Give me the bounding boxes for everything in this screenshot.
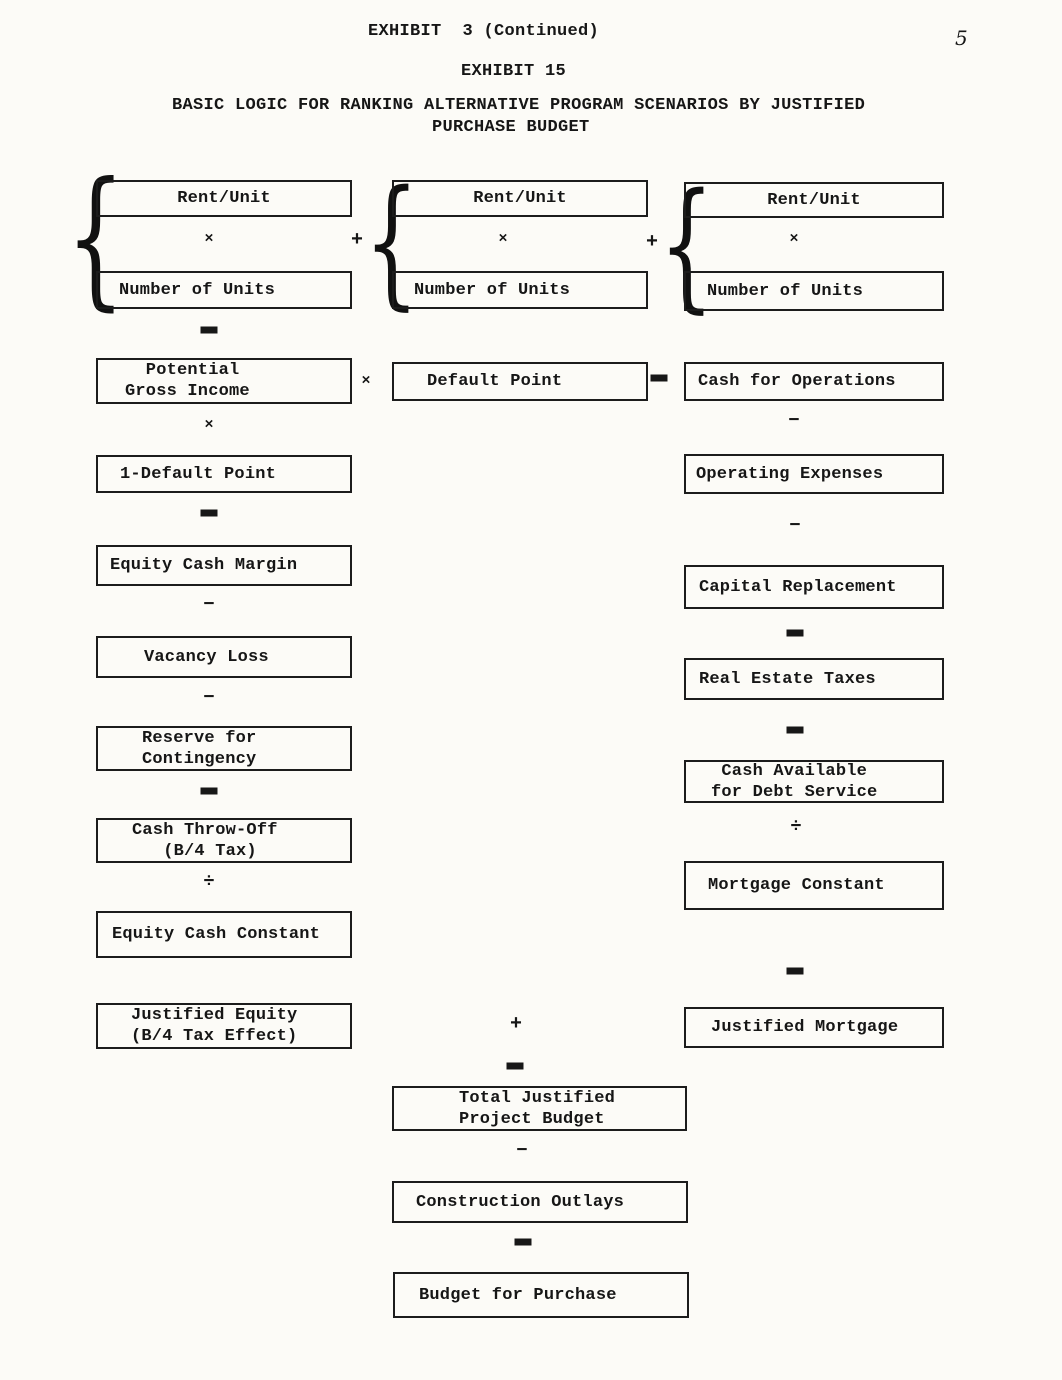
- equals-operator: =: [200, 326, 218, 334]
- divide-operator: ÷: [790, 815, 802, 838]
- box-cash-throw-off: Cash Throw-Off (B/4 Tax): [96, 818, 352, 863]
- box-rent-unit-middle: Rent/Unit: [392, 180, 648, 217]
- box-operating-expenses: Operating Expenses: [684, 454, 944, 494]
- exhibit-number-heading: EXHIBIT 15: [461, 62, 567, 81]
- minus-operator: −: [203, 593, 215, 616]
- equals-operator: =: [786, 726, 804, 734]
- multiply-operator: ×: [498, 230, 508, 248]
- multiply-operator: ×: [204, 416, 214, 434]
- box-equity-cash-constant: Equity Cash Constant: [96, 911, 352, 958]
- equals-operator: =: [506, 1062, 524, 1070]
- box-default-point: Default Point: [392, 362, 648, 401]
- minus-operator: −: [789, 514, 801, 537]
- box-reserve-for-contingency: Reserve for Contingency: [96, 726, 352, 771]
- box-rent-unit-right: Rent/Unit: [684, 182, 944, 218]
- middle-column-brace: {: [364, 161, 420, 324]
- equals-operator: =: [786, 967, 804, 975]
- equals-operator: =: [650, 374, 668, 382]
- diagram-title-line1: BASIC LOGIC FOR RANKING ALTERNATIVE PROG…: [172, 96, 866, 115]
- equals-operator: =: [200, 509, 218, 517]
- divide-operator: ÷: [203, 870, 215, 893]
- box-number-of-units-right: Number of Units: [684, 271, 944, 311]
- box-budget-for-purchase: Budget for Purchase: [393, 1272, 689, 1318]
- box-cash-available-for-debt-service: Cash Available for Debt Service: [684, 760, 944, 803]
- equals-operator: =: [200, 787, 218, 795]
- box-vacancy-loss: Vacancy Loss: [96, 636, 352, 678]
- plus-operator: +: [645, 231, 659, 254]
- left-column-brace: {: [66, 151, 126, 325]
- multiply-operator: ×: [789, 230, 799, 248]
- box-one-minus-default-point: 1-Default Point: [96, 455, 352, 493]
- box-justified-mortgage: Justified Mortgage: [684, 1007, 944, 1048]
- equals-operator: =: [786, 629, 804, 637]
- box-justified-equity: Justified Equity (B/4 Tax Effect): [96, 1003, 352, 1049]
- box-total-justified-project-budget: Total Justified Project Budget: [392, 1086, 687, 1131]
- minus-operator: −: [516, 1139, 528, 1162]
- box-construction-outlays: Construction Outlays: [392, 1181, 688, 1223]
- box-mortgage-constant: Mortgage Constant: [684, 861, 944, 910]
- multiply-operator: ×: [204, 230, 214, 248]
- box-number-of-units-middle: Number of Units: [392, 271, 648, 309]
- plus-operator: +: [350, 229, 364, 252]
- exhibit-continued-heading: EXHIBIT 3 (Continued): [368, 22, 600, 41]
- box-equity-cash-margin: Equity Cash Margin: [96, 545, 352, 586]
- box-rent-unit-left: Rent/Unit: [96, 180, 352, 217]
- multiply-operator: ×: [361, 372, 371, 390]
- box-capital-replacement: Capital Replacement: [684, 565, 944, 609]
- box-real-estate-taxes: Real Estate Taxes: [684, 658, 944, 700]
- equals-operator: =: [514, 1238, 532, 1246]
- right-column-brace: {: [659, 164, 715, 327]
- diagram-title-line2: PURCHASE BUDGET: [432, 118, 590, 137]
- page-number: 5: [955, 26, 968, 50]
- box-number-of-units-left: Number of Units: [96, 271, 352, 309]
- minus-operator: −: [788, 409, 800, 432]
- plus-operator: +: [509, 1013, 523, 1036]
- box-cash-for-operations: Cash for Operations: [684, 362, 944, 401]
- box-potential-gross-income: Potential Gross Income: [96, 358, 352, 404]
- minus-operator: −: [203, 686, 215, 709]
